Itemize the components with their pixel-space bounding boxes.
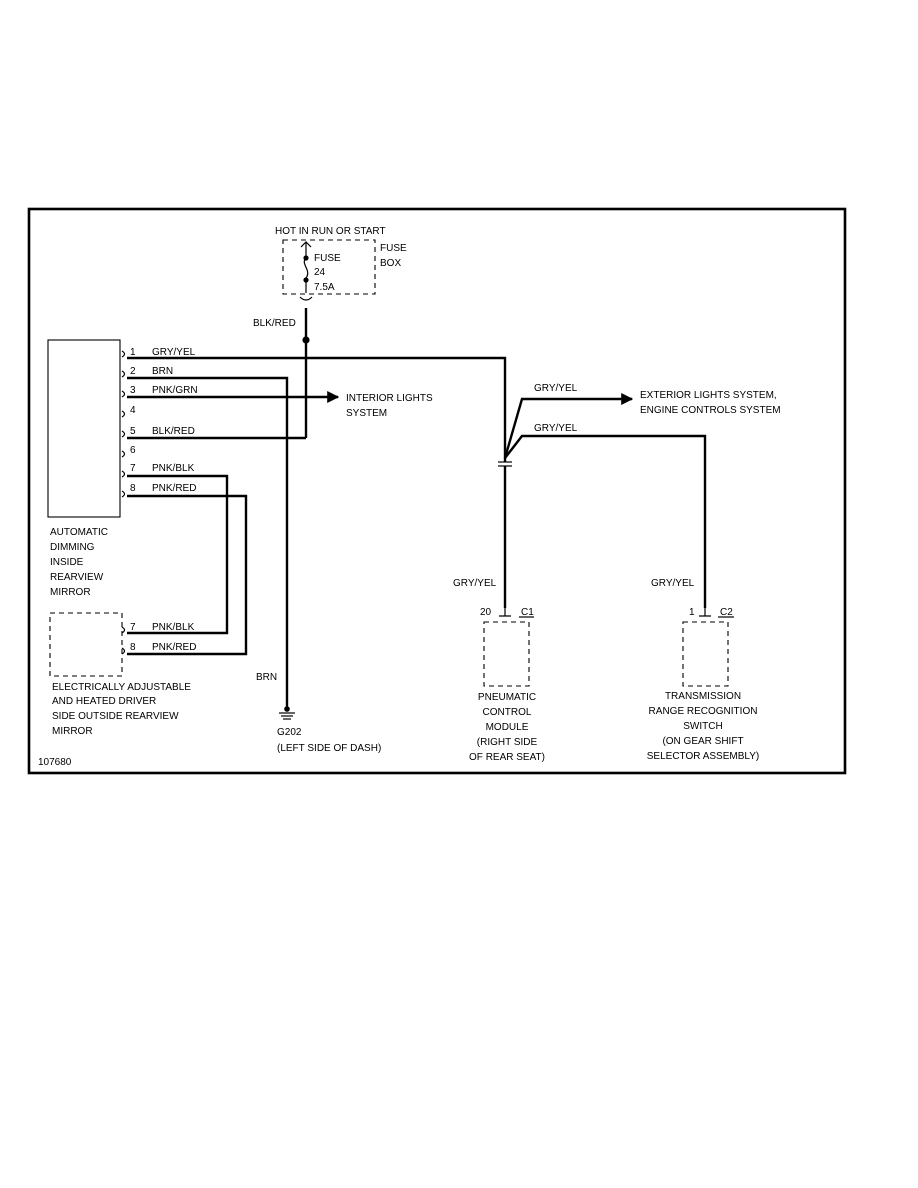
outside-mirror-name-3: SIDE OUTSIDE REARVIEW bbox=[52, 711, 179, 722]
wire-gry-yel-main bbox=[127, 356, 507, 462]
outside-wire-label-7: PNK/BLK bbox=[152, 622, 195, 633]
wire-label-pin2: BRN bbox=[152, 366, 173, 377]
pcm-connector-id: C1 bbox=[521, 607, 534, 618]
wire-pnk-blk bbox=[127, 474, 229, 635]
trs-connector-id: C2 bbox=[720, 607, 733, 618]
fuse-box-label-2: BOX bbox=[380, 258, 401, 269]
trs-pin-number: 1 bbox=[689, 607, 695, 618]
trs-location-2: SELECTOR ASSEMBLY) bbox=[647, 751, 759, 762]
pcm-location-1: (RIGHT SIDE bbox=[477, 737, 538, 748]
inside-mirror-name-2: DIMMING bbox=[50, 542, 95, 553]
fuse-rating: 7.5A bbox=[314, 282, 335, 293]
svg-text:3: 3 bbox=[130, 385, 136, 396]
ground-location: (LEFT SIDE OF DASH) bbox=[277, 743, 381, 754]
wire-label-pin3: PNK/GRN bbox=[152, 385, 198, 396]
wire-label-pin1: GRY/YEL bbox=[152, 347, 196, 358]
inside-mirror-name-1: AUTOMATIC bbox=[50, 527, 108, 538]
exterior-systems-label-1: EXTERIOR LIGHTS SYSTEM, bbox=[640, 390, 777, 401]
svg-text:2: 2 bbox=[130, 366, 136, 377]
wire-trs-branch bbox=[504, 434, 707, 608]
wire-exterior-branch bbox=[503, 393, 634, 459]
branch-connector bbox=[498, 393, 707, 608]
wire-pnk-red bbox=[127, 494, 248, 656]
hot-in-run-label: HOT IN RUN OR START bbox=[275, 226, 386, 237]
ground-g202: BRN G202 (LEFT SIDE OF DASH) bbox=[256, 672, 381, 754]
interior-lights-label-1: INTERIOR LIGHTS bbox=[346, 393, 433, 404]
fuse-box-label-1: FUSE bbox=[380, 243, 407, 254]
outside-mirror-name-4: MIRROR bbox=[52, 726, 93, 737]
inside-mirror: AUTOMATIC DIMMING INSIDE REARVIEW MIRROR bbox=[47, 339, 121, 598]
pcm-wire-label: GRY/YEL bbox=[453, 578, 497, 589]
transmission-range-switch: GRY/YEL 1 C2 TRANSMISSION RANGE RECOGNIT… bbox=[647, 578, 759, 762]
ground-label: G202 bbox=[277, 727, 302, 738]
splice bbox=[302, 336, 310, 344]
interior-lights-label-2: SYSTEM bbox=[346, 408, 387, 419]
inside-mirror-name-3: INSIDE bbox=[50, 557, 84, 568]
pcm-name-2: CONTROL bbox=[483, 707, 532, 718]
wire-label-pin8: PNK/RED bbox=[152, 483, 196, 494]
figure-id: 107680 bbox=[38, 757, 72, 768]
pneumatic-control-module: GRY/YEL 20 C1 PNEUMATIC CONTROL MODULE (… bbox=[453, 578, 545, 763]
outside-mirror: 7 8 PNK/BLK PNK/RED ELECTRICALLY ADJUSTA… bbox=[49, 612, 196, 737]
wire-label-pin7: PNK/BLK bbox=[152, 463, 195, 474]
trs-name-1: TRANSMISSION bbox=[665, 691, 741, 702]
pcm-name-1: PNEUMATIC bbox=[478, 692, 536, 703]
inside-mirror-name-5: MIRROR bbox=[50, 587, 91, 598]
svg-text:8: 8 bbox=[130, 642, 136, 653]
exterior-systems-label-2: ENGINE CONTROLS SYSTEM bbox=[640, 405, 781, 416]
pcm-pin-number: 20 bbox=[480, 607, 492, 618]
ground-wire-label: BRN bbox=[256, 672, 277, 683]
fuse-number: 24 bbox=[314, 267, 326, 278]
trs-name-2: RANGE RECOGNITION bbox=[649, 706, 758, 717]
fuse-box: HOT IN RUN OR START FUSE BOX FUSE 24 7.5… bbox=[275, 226, 407, 301]
svg-text:4: 4 bbox=[130, 405, 136, 416]
outside-mirror-name-2: AND HEATED DRIVER bbox=[52, 696, 156, 707]
svg-text:1: 1 bbox=[130, 347, 136, 358]
svg-text:7: 7 bbox=[130, 622, 136, 633]
fuse-label: FUSE bbox=[314, 253, 341, 264]
exterior-wire-label: GRY/YEL bbox=[534, 383, 578, 394]
svg-text:8: 8 bbox=[130, 483, 136, 494]
pcm-location-2: OF REAR SEAT) bbox=[469, 752, 545, 763]
feed-wire-label: BLK/RED bbox=[253, 318, 296, 329]
trs-location-1: (ON GEAR SHIFT bbox=[662, 736, 743, 747]
diagram-frame bbox=[27, 207, 847, 775]
outside-wire-label-8: PNK/RED bbox=[152, 642, 196, 653]
pcm-name-3: MODULE bbox=[486, 722, 529, 733]
trs-wire-label: GRY/YEL bbox=[651, 578, 695, 589]
svg-text:7: 7 bbox=[130, 463, 136, 474]
outside-mirror-name-1: ELECTRICALLY ADJUSTABLE bbox=[52, 682, 191, 693]
inside-mirror-connector: 1 2 3 4 5 6 7 8 bbox=[121, 347, 136, 498]
wire-brn bbox=[127, 376, 289, 707]
trs-name-3: SWITCH bbox=[683, 721, 722, 732]
wire-label-pin5: BLK/RED bbox=[152, 426, 195, 437]
trs-branch-wire-label: GRY/YEL bbox=[534, 423, 578, 434]
svg-text:5: 5 bbox=[130, 426, 136, 437]
svg-text:6: 6 bbox=[130, 445, 136, 456]
inside-mirror-name-4: REARVIEW bbox=[50, 572, 104, 583]
